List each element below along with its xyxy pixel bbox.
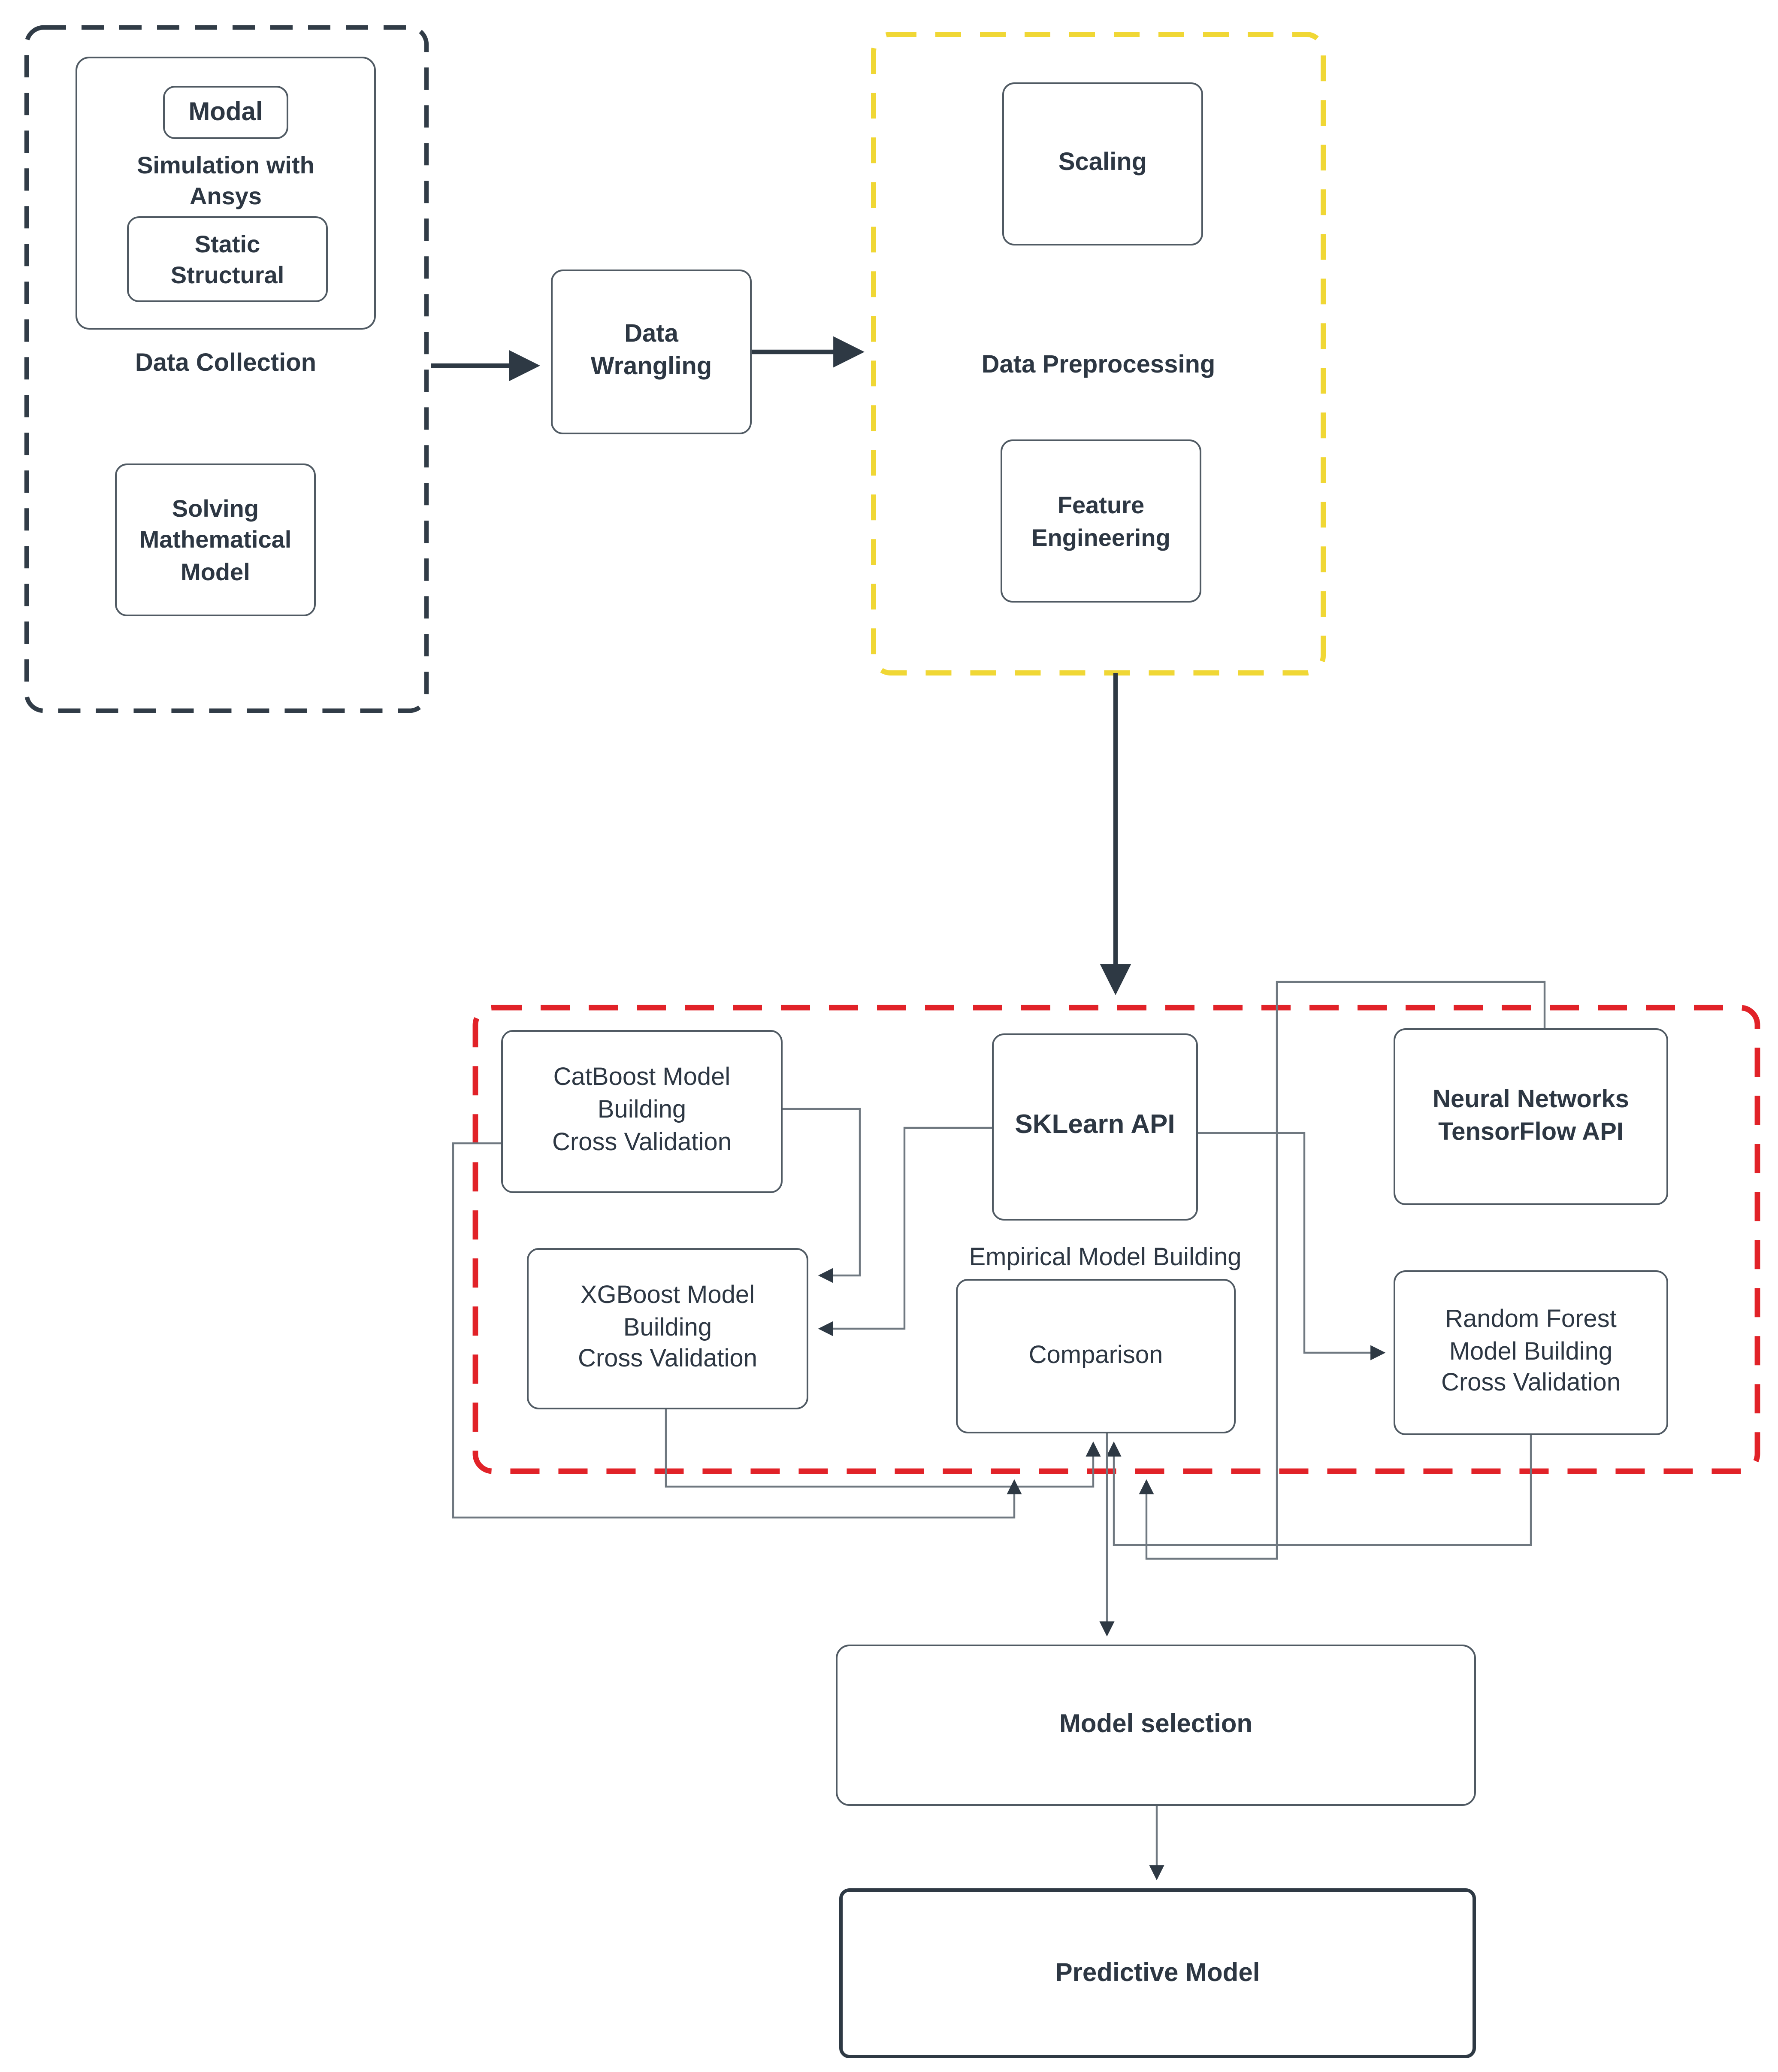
static-structural-box: Static Structural (127, 216, 328, 302)
feature-engineering-box: Feature Engineering (1001, 439, 1201, 603)
group-label-empirical-model-building: Empirical Model Building (969, 1245, 1242, 1272)
catboost-box: CatBoost Model Building Cross Validation (501, 1030, 783, 1193)
modal-box: Modal (163, 86, 288, 139)
sklearn-api-box: SKLearn API (992, 1033, 1198, 1221)
simulation-with-ansys-label: Simulation with Ansys (137, 151, 314, 209)
data-wrangling-box: Data Wrangling (551, 270, 752, 434)
neural-networks-tensorflow-box: Neural Networks TensorFlow API (1394, 1028, 1668, 1205)
model-selection-box: Model selection (836, 1645, 1476, 1806)
solving-mathematical-model-box: Solving Mathematical Model (115, 463, 316, 616)
edge-catboost-to-xgboost (783, 1108, 861, 1283)
edge-sklearn-to-random-forest (1198, 1132, 1386, 1360)
edge-catboost-to-comparison (452, 1142, 1022, 1519)
edge-sklearn-to-xgboost (818, 1127, 992, 1336)
predictive-model-box: Predictive Model (839, 1888, 1476, 2058)
edge-xgboost-to-comparison (665, 1409, 1101, 1488)
scaling-box: Scaling (1002, 82, 1203, 245)
random-forest-box: Random Forest Model Building Cross Valid… (1394, 1270, 1668, 1435)
comparison-box: Comparison (956, 1279, 1236, 1433)
edge-random-forest-to-comparison (1106, 1435, 1532, 1546)
xgboost-box: XGBoost Model Building Cross Validation (527, 1248, 808, 1409)
group-label-data-preprocessing: Data Preprocessing (981, 352, 1216, 379)
group-label-data-collection: Data Collection (135, 350, 317, 378)
group-border-data-collection (24, 25, 429, 713)
